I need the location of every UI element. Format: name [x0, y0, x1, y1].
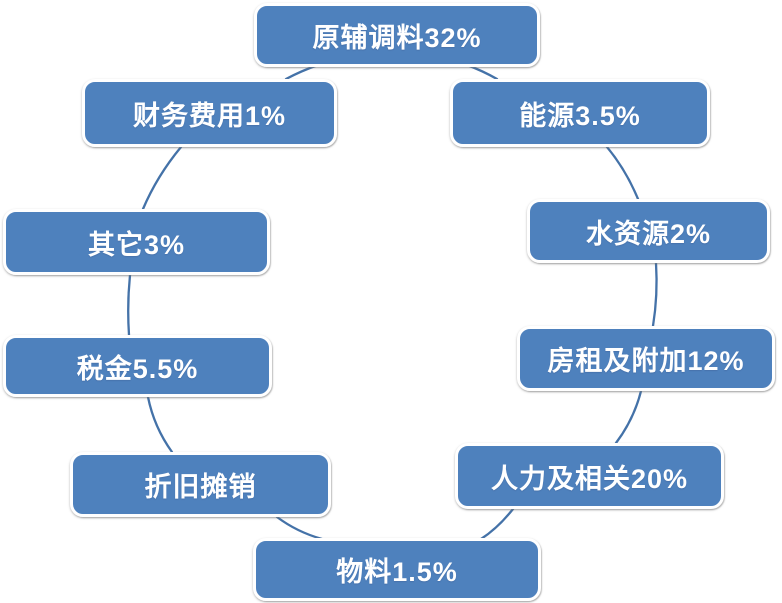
node-raw-materials: 原辅调料32%	[254, 3, 540, 67]
connector-labor-to-materials	[479, 507, 515, 541]
node-water: 水资源2%	[527, 199, 770, 263]
connector-other-to-tax	[127, 273, 132, 337]
node-depreciation: 折旧摊销	[70, 452, 331, 517]
connector-rent-to-labor	[614, 389, 643, 445]
node-finance-cost: 财务费用1%	[82, 79, 337, 147]
node-energy: 能源3.5%	[450, 79, 710, 147]
node-rent-surcharge: 房租及附加12%	[517, 326, 775, 391]
connector-tax-to-depreciation	[146, 395, 174, 454]
node-labor: 人力及相关20%	[455, 443, 724, 509]
connector-energy-to-water	[605, 145, 640, 201]
node-materials: 物料1.5%	[253, 538, 541, 601]
connector-raw-to-energy	[465, 63, 499, 81]
connector-depreciation-to-materials	[275, 515, 324, 541]
node-tax: 税金5.5%	[3, 335, 272, 397]
connector-water-to-rent	[651, 261, 658, 328]
node-other: 其它3%	[3, 209, 270, 275]
connector-finance-to-other	[141, 145, 183, 211]
connector-raw-to-finance	[284, 63, 320, 81]
